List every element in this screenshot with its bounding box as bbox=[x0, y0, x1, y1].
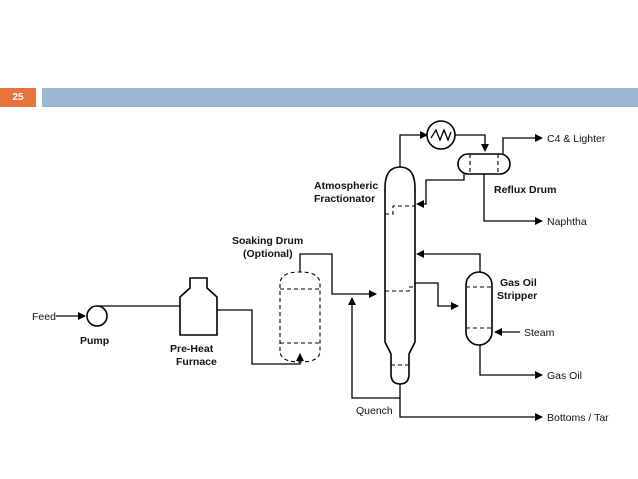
soaking-drum-label-line1: Soaking Drum bbox=[232, 235, 303, 247]
stripper-label-line1: Gas Oil bbox=[500, 277, 537, 289]
condenser-to-drum-line bbox=[455, 134, 489, 152]
condenser-symbol-icon bbox=[430, 128, 452, 142]
naphtha-outlet-arrow bbox=[483, 174, 543, 225]
fractionator-label-line1: Atmospheric bbox=[314, 180, 378, 192]
bottoms-label: Bottoms / Tar bbox=[547, 412, 609, 424]
pump-label: Pump bbox=[80, 335, 109, 347]
soaking-drum-label-line2: (Optional) bbox=[243, 248, 293, 260]
reflux-return-line bbox=[416, 174, 465, 208]
overhead-line bbox=[399, 131, 428, 167]
side-draw-line bbox=[415, 282, 459, 310]
condenser-icon bbox=[426, 120, 456, 150]
bottoms-outlet-arrow bbox=[399, 384, 543, 421]
quench-label: Quench bbox=[356, 405, 393, 417]
soaking-drum-icon bbox=[279, 271, 321, 363]
gas-oil-stripper-icon bbox=[465, 271, 493, 346]
preheat-label-line1: Pre-Heat bbox=[170, 343, 214, 355]
fractionator-label-line2: Fractionator bbox=[314, 193, 375, 205]
gas-oil-outlet-arrow bbox=[479, 345, 543, 379]
c4-label: C4 & Lighter bbox=[547, 133, 606, 145]
steam-label: Steam bbox=[524, 327, 555, 339]
pump-icon bbox=[86, 305, 108, 327]
reflux-drum-icon bbox=[457, 153, 511, 175]
furnace-icon bbox=[179, 277, 218, 336]
c4-outlet-arrow bbox=[502, 134, 543, 154]
stripper-return-line bbox=[416, 250, 481, 272]
preheat-label-line2: Furnace bbox=[176, 356, 217, 368]
quench-line bbox=[348, 297, 400, 399]
atmospheric-fractionator-icon bbox=[384, 166, 416, 385]
slide-number: 25 bbox=[0, 88, 36, 107]
header-bar bbox=[42, 88, 638, 107]
naphtha-label: Naphtha bbox=[547, 216, 587, 228]
stripper-label-line2: Stripper bbox=[497, 290, 537, 302]
furnace-to-drum-line bbox=[217, 309, 304, 365]
feed-label: Feed bbox=[32, 311, 56, 323]
gas-oil-label: Gas Oil bbox=[547, 370, 582, 382]
drum-to-fractionator-line bbox=[299, 253, 377, 298]
reflux-drum-label: Reflux Drum bbox=[494, 184, 556, 196]
